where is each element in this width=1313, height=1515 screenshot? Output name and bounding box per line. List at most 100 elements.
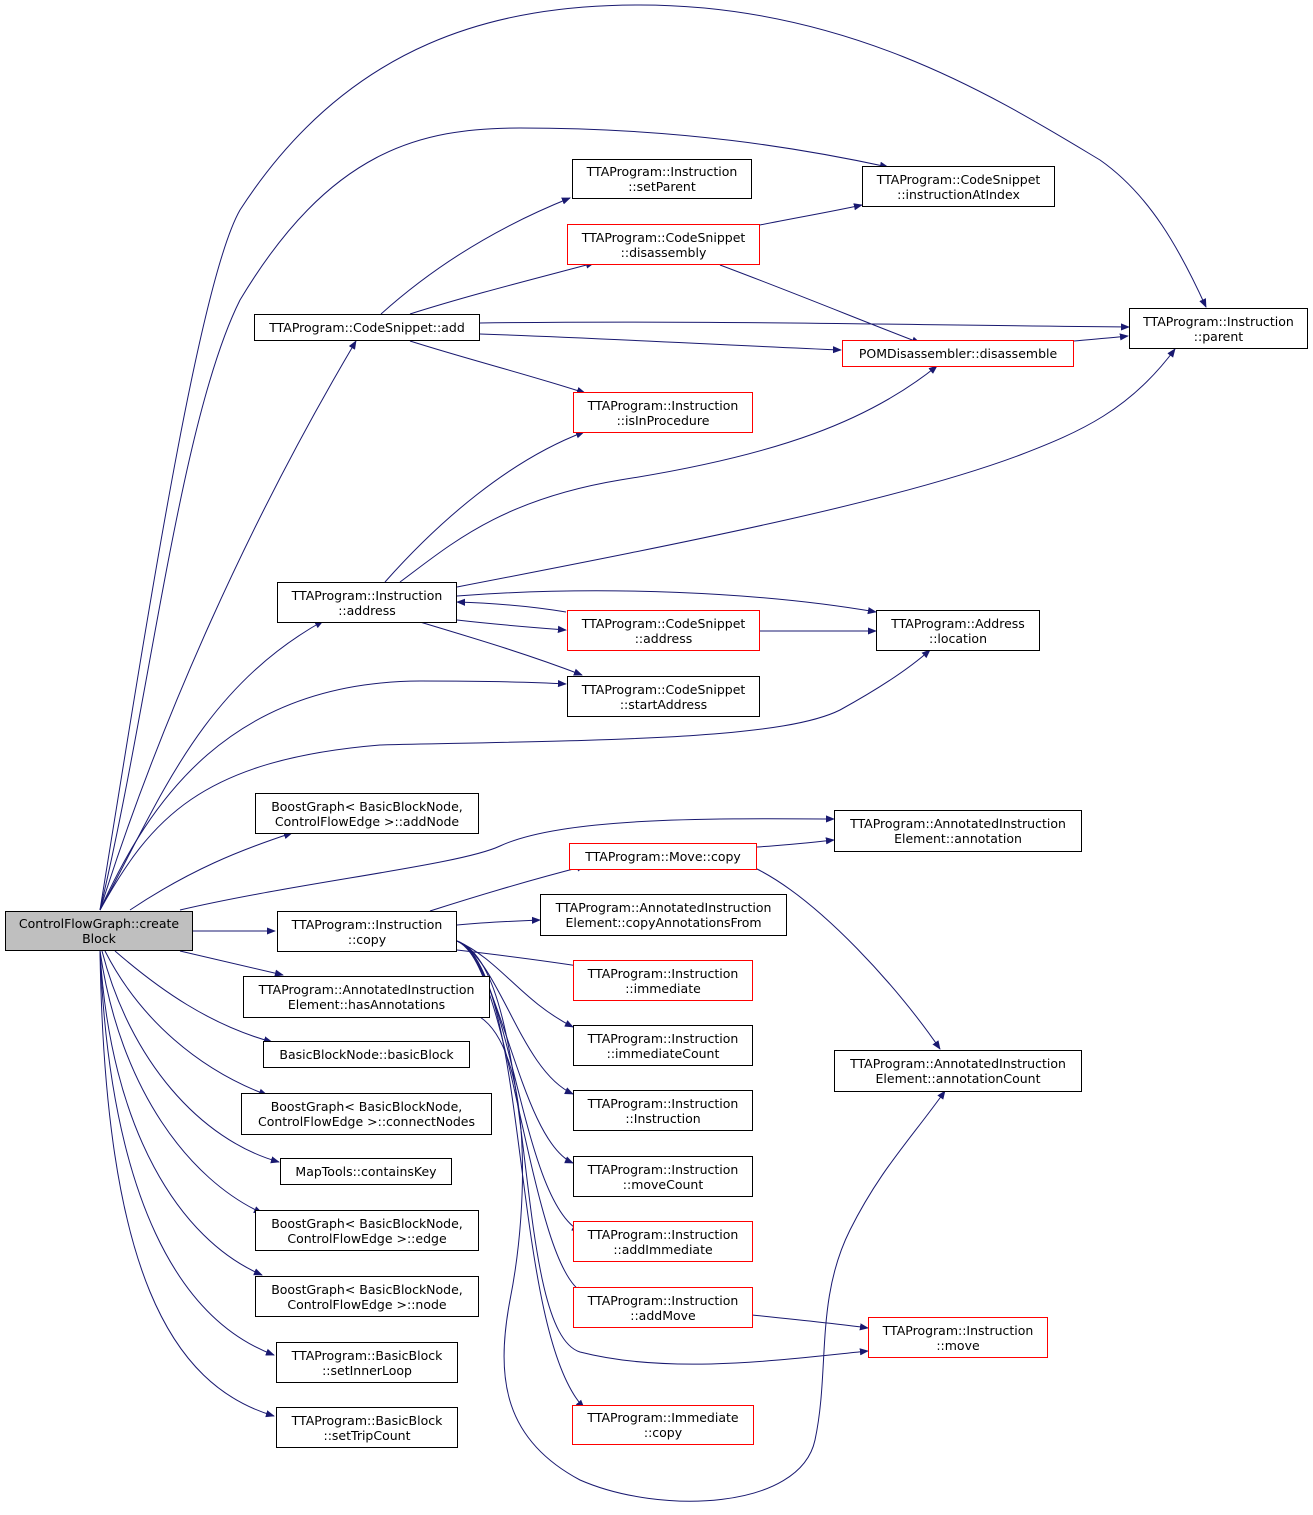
node-label: TTAProgram::CodeSnippet xyxy=(581,681,746,697)
node-label: TTAProgram::Instruction xyxy=(587,397,739,413)
node-instruction-movecount[interactable]: TTAProgram::Instruction::moveCount xyxy=(573,1156,753,1197)
node-address-location[interactable]: TTAProgram::Address::location xyxy=(876,610,1040,651)
node-label: ::instructionAtIndex xyxy=(897,186,1020,202)
edge-addmove-move xyxy=(751,1314,869,1331)
node-label: ::disassembly xyxy=(620,244,707,260)
node-label: TTAProgram::Immediate xyxy=(587,1410,739,1425)
node-label: TTAProgram::Instruction xyxy=(291,916,443,932)
node-label: TTAProgram::BasicBlock xyxy=(291,1347,443,1363)
edge-inscopy-movecopy xyxy=(429,864,586,912)
node-label: TTAProgram::Instruction xyxy=(587,1292,739,1308)
node-label: BasicBlockNode::basicBlock xyxy=(279,1047,454,1062)
node-label: TTAProgram::CodeSnippet::add xyxy=(269,320,465,335)
edge-root-bg-addnode xyxy=(129,832,293,911)
node-codesnippet-startaddress[interactable]: TTAProgram::CodeSnippet::startAddress xyxy=(567,676,760,717)
node-boostgraph-addnode[interactable]: BoostGraph< BasicBlockNode,ControlFlowEd… xyxy=(255,793,479,834)
node-label: ::address xyxy=(634,630,693,646)
node-label: ControlFlowEdge >::connectNodes xyxy=(257,1114,475,1129)
edge-inscopy-copyann xyxy=(456,916,541,926)
node-label: ::location xyxy=(928,630,988,646)
edge-csadd-isinproc xyxy=(409,340,586,394)
edge-inscopy-ctor xyxy=(456,940,574,1095)
node-label: ControlFlowEdge >::addNode xyxy=(274,813,460,829)
edge-root-bg-edge xyxy=(99,950,263,1214)
node-label: ::address xyxy=(338,602,396,618)
edge-root-cs-startaddr xyxy=(99,679,567,911)
edge-root-bg-connect xyxy=(104,950,268,1096)
node-boostgraph-node[interactable]: BoostGraph< BasicBlockNode,ControlFlowEd… xyxy=(255,1276,479,1317)
edge-root-aie-annotation xyxy=(179,815,835,911)
node-label: TTAProgram::Instruction xyxy=(586,164,738,179)
edge-movecopy-anncount xyxy=(754,867,941,1050)
node-maptools-containskey[interactable]: MapTools::containsKey xyxy=(280,1158,452,1185)
node-label: TTAProgram::Instruction xyxy=(1143,313,1294,329)
node-basicblock-setinnerloop[interactable]: TTAProgram::BasicBlock::setInnerLoop xyxy=(276,1342,458,1383)
node-immediate-copy[interactable]: TTAProgram::Immediate::copy xyxy=(572,1405,754,1445)
node-instruction-parent[interactable]: TTAProgram::Instruction::parent xyxy=(1129,308,1308,349)
node-instruction-address[interactable]: TTAProgram::Instruction::address xyxy=(277,582,457,623)
node-label: TTAProgram::AnnotatedInstruction xyxy=(850,816,1066,831)
edge-root-aie-hasann xyxy=(179,950,284,977)
node-codesnippet-instructionatindex[interactable]: TTAProgram::CodeSnippet::instructionAtIn… xyxy=(862,166,1055,207)
edge-root-addr-location xyxy=(99,649,931,911)
node-label: Element::copyAnnotationsFrom xyxy=(565,915,762,930)
edge-inscopy-move xyxy=(456,940,869,1365)
edge-disasm-instrat xyxy=(759,203,863,226)
node-boostgraph-edge[interactable]: BoostGraph< BasicBlockNode,ControlFlowEd… xyxy=(255,1210,479,1251)
node-label: ::addMove xyxy=(630,1307,696,1323)
node-label: Element::hasAnnotations xyxy=(287,997,446,1012)
edge-insaddr-pomdisasm xyxy=(399,365,938,583)
node-label: TTAProgram::Instruction xyxy=(587,965,739,981)
node-basicblock-settripcount[interactable]: TTAProgram::BasicBlock::setTripCount xyxy=(276,1407,458,1448)
node-instruction-addmove[interactable]: TTAProgram::Instruction::addMove xyxy=(573,1287,753,1328)
node-instruction-isinprocedure[interactable]: TTAProgram::Instruction::isInProcedure xyxy=(573,392,753,433)
node-instruction-addimmediate[interactable]: TTAProgram::Instruction::addImmediate xyxy=(573,1221,753,1262)
node-instruction-immediate[interactable]: TTAProgram::Instruction::immediate xyxy=(573,960,753,1001)
node-label: ::setInnerLoop xyxy=(322,1362,412,1378)
edge-root-bbn-basicblock xyxy=(114,950,273,1044)
edge-insaddr-csaddress xyxy=(456,619,567,633)
node-label: ::Instruction xyxy=(625,1110,701,1126)
node-label: ::moveCount xyxy=(622,1176,704,1192)
node-pomdisassembler-disassemble[interactable]: POMDisassembler::disassemble xyxy=(842,340,1074,367)
edge-root-bb-setinner xyxy=(99,950,275,1356)
node-basicblocknode-basicblock[interactable]: BasicBlockNode::basicBlock xyxy=(263,1041,470,1068)
node-label: TTAProgram::Instruction xyxy=(587,1030,739,1046)
node-codesnippet-add[interactable]: TTAProgram::CodeSnippet::add xyxy=(254,314,480,341)
node-label: ::parent xyxy=(1193,328,1244,344)
node-label: BoostGraph< BasicBlockNode, xyxy=(271,1281,463,1297)
node-move-copy[interactable]: TTAProgram::Move::copy xyxy=(569,843,757,870)
node-label: TTAProgram::Address xyxy=(891,615,1025,631)
edge-hasann-anncount xyxy=(479,1016,946,1502)
edge-insaddr-isinproc xyxy=(384,431,585,583)
node-boostgraph-connectnodes[interactable]: BoostGraph< BasicBlockNode,ControlFlowEd… xyxy=(241,1093,492,1135)
node-label: ::setTripCount xyxy=(323,1427,411,1443)
node-codesnippet-address[interactable]: TTAProgram::CodeSnippet::address xyxy=(567,610,760,651)
edge-csaddress-insaddr xyxy=(456,598,567,613)
node-label: Element::annotationCount xyxy=(875,1071,1041,1086)
node-instruction-move[interactable]: TTAProgram::Instruction::move xyxy=(868,1317,1048,1358)
edge-csadd-setparent xyxy=(380,197,571,315)
node-instruction-instruction[interactable]: TTAProgram::Instruction::Instruction xyxy=(573,1090,753,1131)
node-label: BoostGraph< BasicBlockNode, xyxy=(271,1215,463,1231)
edge-disasm-pomdisasm xyxy=(719,264,921,344)
edge-root-cs-instrat xyxy=(99,127,889,911)
edge-csadd-pomdisasm xyxy=(479,333,842,354)
edge-root-ins-parent xyxy=(99,4,1207,911)
node-instruction-setparent[interactable]: TTAProgram::Instruction::setParent xyxy=(572,159,752,199)
node-codesnippet-disassembly[interactable]: TTAProgram::CodeSnippet::disassembly xyxy=(567,224,760,265)
node-label: TTAProgram::AnnotatedInstruction xyxy=(555,900,772,915)
node-label: TTAProgram::BasicBlock xyxy=(291,1412,443,1428)
node-instruction-immediatecount[interactable]: TTAProgram::Instruction::immediateCount xyxy=(573,1025,753,1066)
node-label: TTAProgram::Instruction xyxy=(587,1095,739,1111)
edge-root-bb-settrip xyxy=(99,950,275,1418)
node-label: TTAProgram::Instruction xyxy=(882,1322,1034,1338)
edge-insaddr-location xyxy=(456,590,877,615)
node-instruction-copy[interactable]: TTAProgram::Instruction::copy xyxy=(277,911,457,952)
